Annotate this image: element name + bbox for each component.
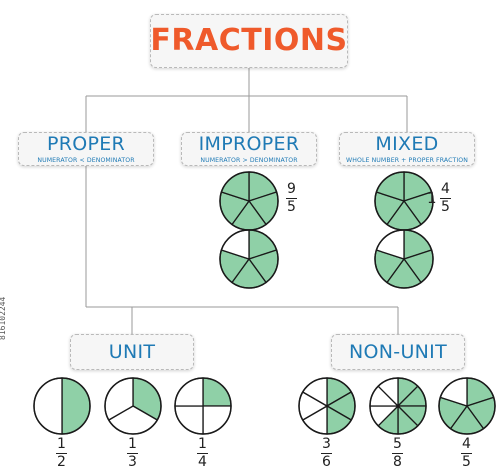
improper-box: IMPROPER NUMERATOR > DENOMINATOR	[181, 132, 317, 166]
denominator: 5	[287, 199, 296, 216]
pie-outline	[33, 377, 91, 435]
pie-slice-filled	[61, 377, 91, 435]
fraction-mixed-part: 4 5	[440, 182, 451, 215]
improper-rule: NUMERATOR > DENOMINATOR	[200, 156, 298, 164]
denominator: 8	[393, 454, 402, 471]
pie-improper-whole	[219, 171, 279, 231]
fraction-bar	[440, 197, 451, 200]
pie-one-third	[104, 377, 162, 435]
pie-improper-fourfifths	[219, 229, 279, 289]
nonunit-label: NON-UNIT	[349, 341, 447, 363]
fraction-bar	[56, 452, 67, 455]
fraction-nine-fifths: 9 5	[286, 182, 297, 215]
fraction-one-third: 1 3	[127, 437, 138, 470]
fraction-one-half: 1 2	[56, 437, 67, 470]
fraction-bar	[392, 452, 403, 455]
fraction-five-eighths: 5 8	[392, 437, 403, 470]
fraction-bar	[321, 452, 332, 455]
pie-outline	[369, 377, 427, 435]
numerator: 4	[462, 436, 471, 452]
fraction-three-sixths: 3 6	[321, 437, 332, 470]
pie-mixed-fourfifths	[374, 229, 434, 289]
numerator: 4	[441, 181, 450, 197]
mixed-box: MIXED WHOLE NUMBER + PROPER FRACTION	[339, 132, 475, 166]
mixed-label: MIXED	[375, 132, 439, 155]
proper-label: PROPER	[46, 132, 126, 155]
numerator: 1	[57, 436, 66, 452]
proper-rule: NUMERATOR < DENOMINATOR	[37, 156, 135, 164]
denominator: 3	[128, 454, 137, 471]
pie-outline	[374, 229, 434, 289]
fraction-bar	[286, 197, 297, 200]
nonunit-box: NON-UNIT	[331, 334, 465, 370]
fraction-one-quarter: 1 4	[197, 437, 208, 470]
fraction-bar	[127, 452, 138, 455]
mixed-whole-number: 1	[427, 189, 437, 207]
numerator: 9	[287, 181, 296, 197]
mixed-rule: WHOLE NUMBER + PROPER FRACTION	[346, 156, 468, 164]
fraction-four-fifths: 4 5	[461, 437, 472, 470]
denominator: 2	[57, 454, 66, 471]
numerator: 3	[322, 436, 331, 452]
denominator: 4	[198, 454, 207, 471]
denominator: 6	[322, 454, 331, 471]
pie-slice-empty	[33, 377, 63, 435]
fraction-bar	[461, 452, 472, 455]
numerator: 1	[128, 436, 137, 452]
pie-outline	[298, 377, 356, 435]
pie-five-eighths	[369, 377, 427, 435]
pie-three-sixths	[298, 377, 356, 435]
title-box: FRACTIONS	[150, 14, 348, 68]
pie-one-half	[33, 377, 91, 435]
fraction-bar	[197, 452, 208, 455]
watermark-id: 816102244	[0, 296, 7, 340]
denominator: 5	[441, 199, 450, 216]
diagram-title: FRACTIONS	[150, 23, 348, 58]
proper-box: PROPER NUMERATOR < DENOMINATOR	[18, 132, 154, 166]
pie-mixed-whole	[374, 171, 434, 231]
pie-four-fifths	[438, 377, 496, 435]
pie-one-quarter	[174, 377, 232, 435]
unit-box: UNIT	[70, 334, 194, 370]
pie-outline	[174, 377, 232, 435]
numerator: 1	[198, 436, 207, 452]
pie-outline	[104, 377, 162, 435]
denominator: 5	[462, 454, 471, 471]
unit-label: UNIT	[108, 341, 156, 363]
pie-outline	[219, 229, 279, 289]
pie-outline	[438, 377, 496, 435]
numerator: 5	[393, 436, 402, 452]
improper-label: IMPROPER	[198, 132, 300, 155]
